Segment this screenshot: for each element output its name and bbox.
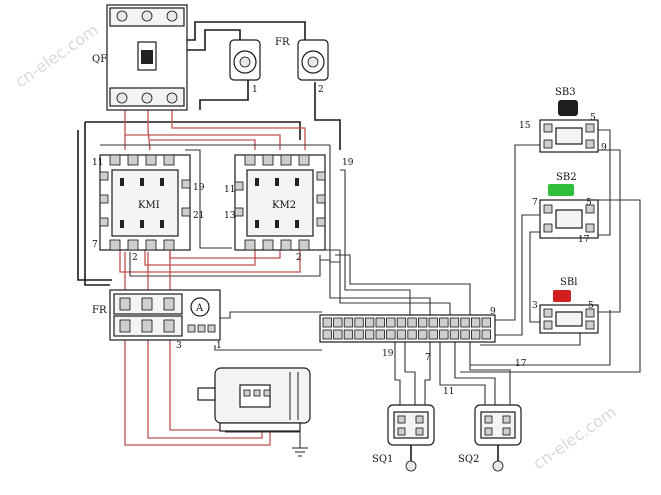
terminal-cell-bottom	[386, 329, 396, 340]
km1-terminal-19: 19	[193, 183, 205, 193]
terminal-cell-top	[343, 317, 354, 328]
terminal-cell-bottom	[460, 329, 470, 340]
wire-label-19-top: 19	[342, 158, 354, 168]
terminal-cell-top	[333, 317, 343, 328]
terminal-cell-bottom	[354, 329, 364, 340]
terminal-block-cells	[322, 317, 491, 340]
terminal-cell-top	[364, 317, 375, 328]
terminal-cell-top	[407, 317, 417, 328]
terminal-cell-top	[470, 317, 481, 328]
sb3-label: SB3	[555, 87, 576, 98]
sb2-terminal-7: 7	[532, 198, 538, 208]
km2-terminal-11: 11	[224, 185, 235, 195]
terminal-cell-bottom	[470, 329, 481, 340]
ground-symbol	[292, 447, 308, 457]
fr-relay-terminal-3: 3	[176, 341, 182, 351]
sb2-terminal-5: 5	[586, 198, 592, 208]
wire-layer	[77, 21, 641, 448]
terminal-cell-bottom	[322, 329, 332, 340]
km2-top-terminals	[244, 154, 310, 166]
km1-side-terminals	[99, 171, 191, 227]
tb-label-19: 19	[382, 349, 394, 359]
terminal-cell-bottom	[428, 329, 438, 340]
terminal-cell-top	[439, 317, 449, 328]
tb-label-7: 7	[425, 353, 431, 363]
tb-label-9: 9	[490, 307, 496, 317]
km1-terminal-7: 7	[92, 240, 98, 250]
terminal-cell-bottom	[375, 329, 385, 340]
terminal-cell-top	[396, 317, 407, 328]
fr-top-label: FR	[275, 37, 290, 48]
fr-relay-terminal-1: 1	[216, 341, 222, 351]
terminal-cell-bottom	[449, 329, 460, 340]
tb-label-11: 11	[443, 387, 454, 397]
km1-bottom-terminals	[109, 239, 175, 251]
terminal-cell-bottom	[481, 329, 491, 340]
terminal-cell-top	[449, 317, 460, 328]
terminal-cell-top	[354, 317, 364, 328]
fr-relay-symbol: A	[195, 303, 204, 314]
fr-top-label-1: 1	[252, 85, 258, 95]
terminal-cell-bottom	[396, 329, 407, 340]
sb3-terminal-9: 9	[601, 143, 607, 153]
terminal-cell-top	[375, 317, 385, 328]
km1-top-terminals	[109, 154, 175, 166]
fr-top-fuses: FR 1 2	[229, 37, 329, 95]
terminal-block: 9 19 7 11 17	[319, 307, 527, 397]
km1-label: KMI	[138, 200, 160, 211]
sb3-button: SB3 15 5 9	[519, 87, 607, 153]
km2-label: KM2	[272, 200, 296, 211]
qf-circuit-breaker: QF	[92, 4, 188, 111]
terminal-cell-top	[481, 317, 491, 328]
terminal-cell-top	[386, 317, 396, 328]
sq2-limit-switch: SQ2	[458, 404, 522, 472]
sq2-label: SQ2	[458, 454, 479, 465]
km2-terminal-2: 2	[296, 253, 302, 263]
terminal-cell-top	[428, 317, 438, 328]
terminal-cell-bottom	[343, 329, 354, 340]
tb-label-17: 17	[515, 359, 527, 369]
sq1-limit-switch: SQ1	[372, 404, 435, 472]
motor	[197, 367, 311, 457]
watermark-bottom-right: cn-elec.com	[529, 402, 619, 473]
sb1-terminal-3: 3	[532, 301, 538, 311]
km2-terminal-13: 13	[224, 211, 236, 221]
terminal-cell-top	[460, 317, 470, 328]
fr-thermal-relay: A FR 3 1	[92, 289, 222, 351]
terminal-cell-bottom	[417, 329, 428, 340]
km2-side-terminals	[234, 171, 326, 227]
sb2-terminal-17: 17	[578, 235, 590, 245]
km1-terminal-2: 2	[132, 253, 138, 263]
terminal-cell-bottom	[333, 329, 343, 340]
watermark-top-left: cn-elec.com	[11, 20, 101, 91]
km1-terminal-11: 11	[92, 158, 103, 168]
sb1-terminal-5: 5	[588, 301, 594, 311]
km2-contactor: KM2 11 13 2 19	[224, 154, 354, 263]
km1-terminal-21: 21	[193, 211, 204, 221]
sq1-label: SQ1	[372, 454, 393, 465]
qf-label: QF	[92, 54, 107, 65]
terminal-cell-bottom	[407, 329, 417, 340]
km1-contactor: KMI 11 7 2 19 21	[92, 154, 205, 263]
fr-top-label-2: 2	[318, 85, 324, 95]
sb3-terminal-15: 15	[519, 121, 531, 131]
sb3-terminal-5: 5	[590, 113, 596, 123]
km2-bottom-terminals	[244, 239, 310, 251]
sb1-label: SBl	[560, 277, 577, 288]
sb2-button: SB2 7 5 17	[532, 172, 599, 245]
terminal-cell-bottom	[364, 329, 375, 340]
terminal-cell-top	[417, 317, 428, 328]
fr-relay-label: FR	[92, 305, 107, 316]
sb1-button: SBl 3 5	[532, 277, 599, 334]
terminal-cell-bottom	[439, 329, 449, 340]
sb2-label: SB2	[556, 172, 577, 183]
terminal-cell-top	[322, 317, 332, 328]
